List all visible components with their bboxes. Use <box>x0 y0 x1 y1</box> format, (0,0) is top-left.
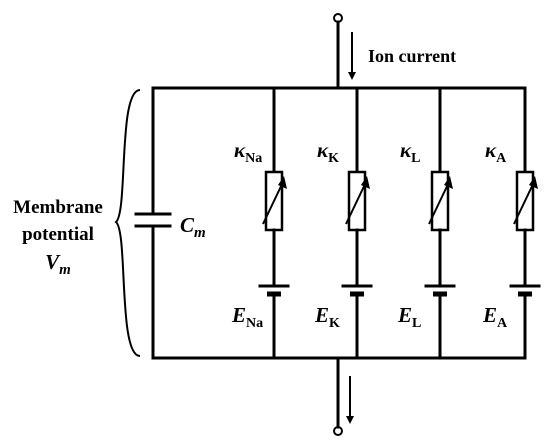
membrane-brace <box>114 89 141 357</box>
channel-l: κL EL <box>397 86 456 360</box>
channel-a: κA EA <box>482 86 541 360</box>
reversal-potential-label-l: EL <box>397 303 421 331</box>
reversal-potential-label-k: EK <box>314 303 340 331</box>
vm-label: Vm <box>45 250 71 278</box>
ion-current-label: Ion current <box>368 46 456 66</box>
resistor-arrow-l <box>428 179 451 225</box>
resistor-arrow-k <box>345 179 368 225</box>
capacitor-label: Cm <box>180 213 206 241</box>
conductance-label-l: κL <box>400 138 420 166</box>
membrane-label-line1: Membrane <box>13 197 103 218</box>
conductance-label-k: κK <box>317 138 339 166</box>
reversal-potential-label-na: ENa <box>231 303 263 331</box>
conductance-label-a: κA <box>485 138 507 166</box>
channel-k: κK EK <box>314 86 373 360</box>
reversal-potential-label-a: EA <box>482 303 508 331</box>
capacitor-branch <box>134 86 172 360</box>
resistor-arrow-na <box>262 179 285 225</box>
conductance-label-na: κNa <box>234 138 262 166</box>
membrane-label-line2: potential <box>22 224 94 245</box>
resistor-arrow-a <box>513 179 536 225</box>
